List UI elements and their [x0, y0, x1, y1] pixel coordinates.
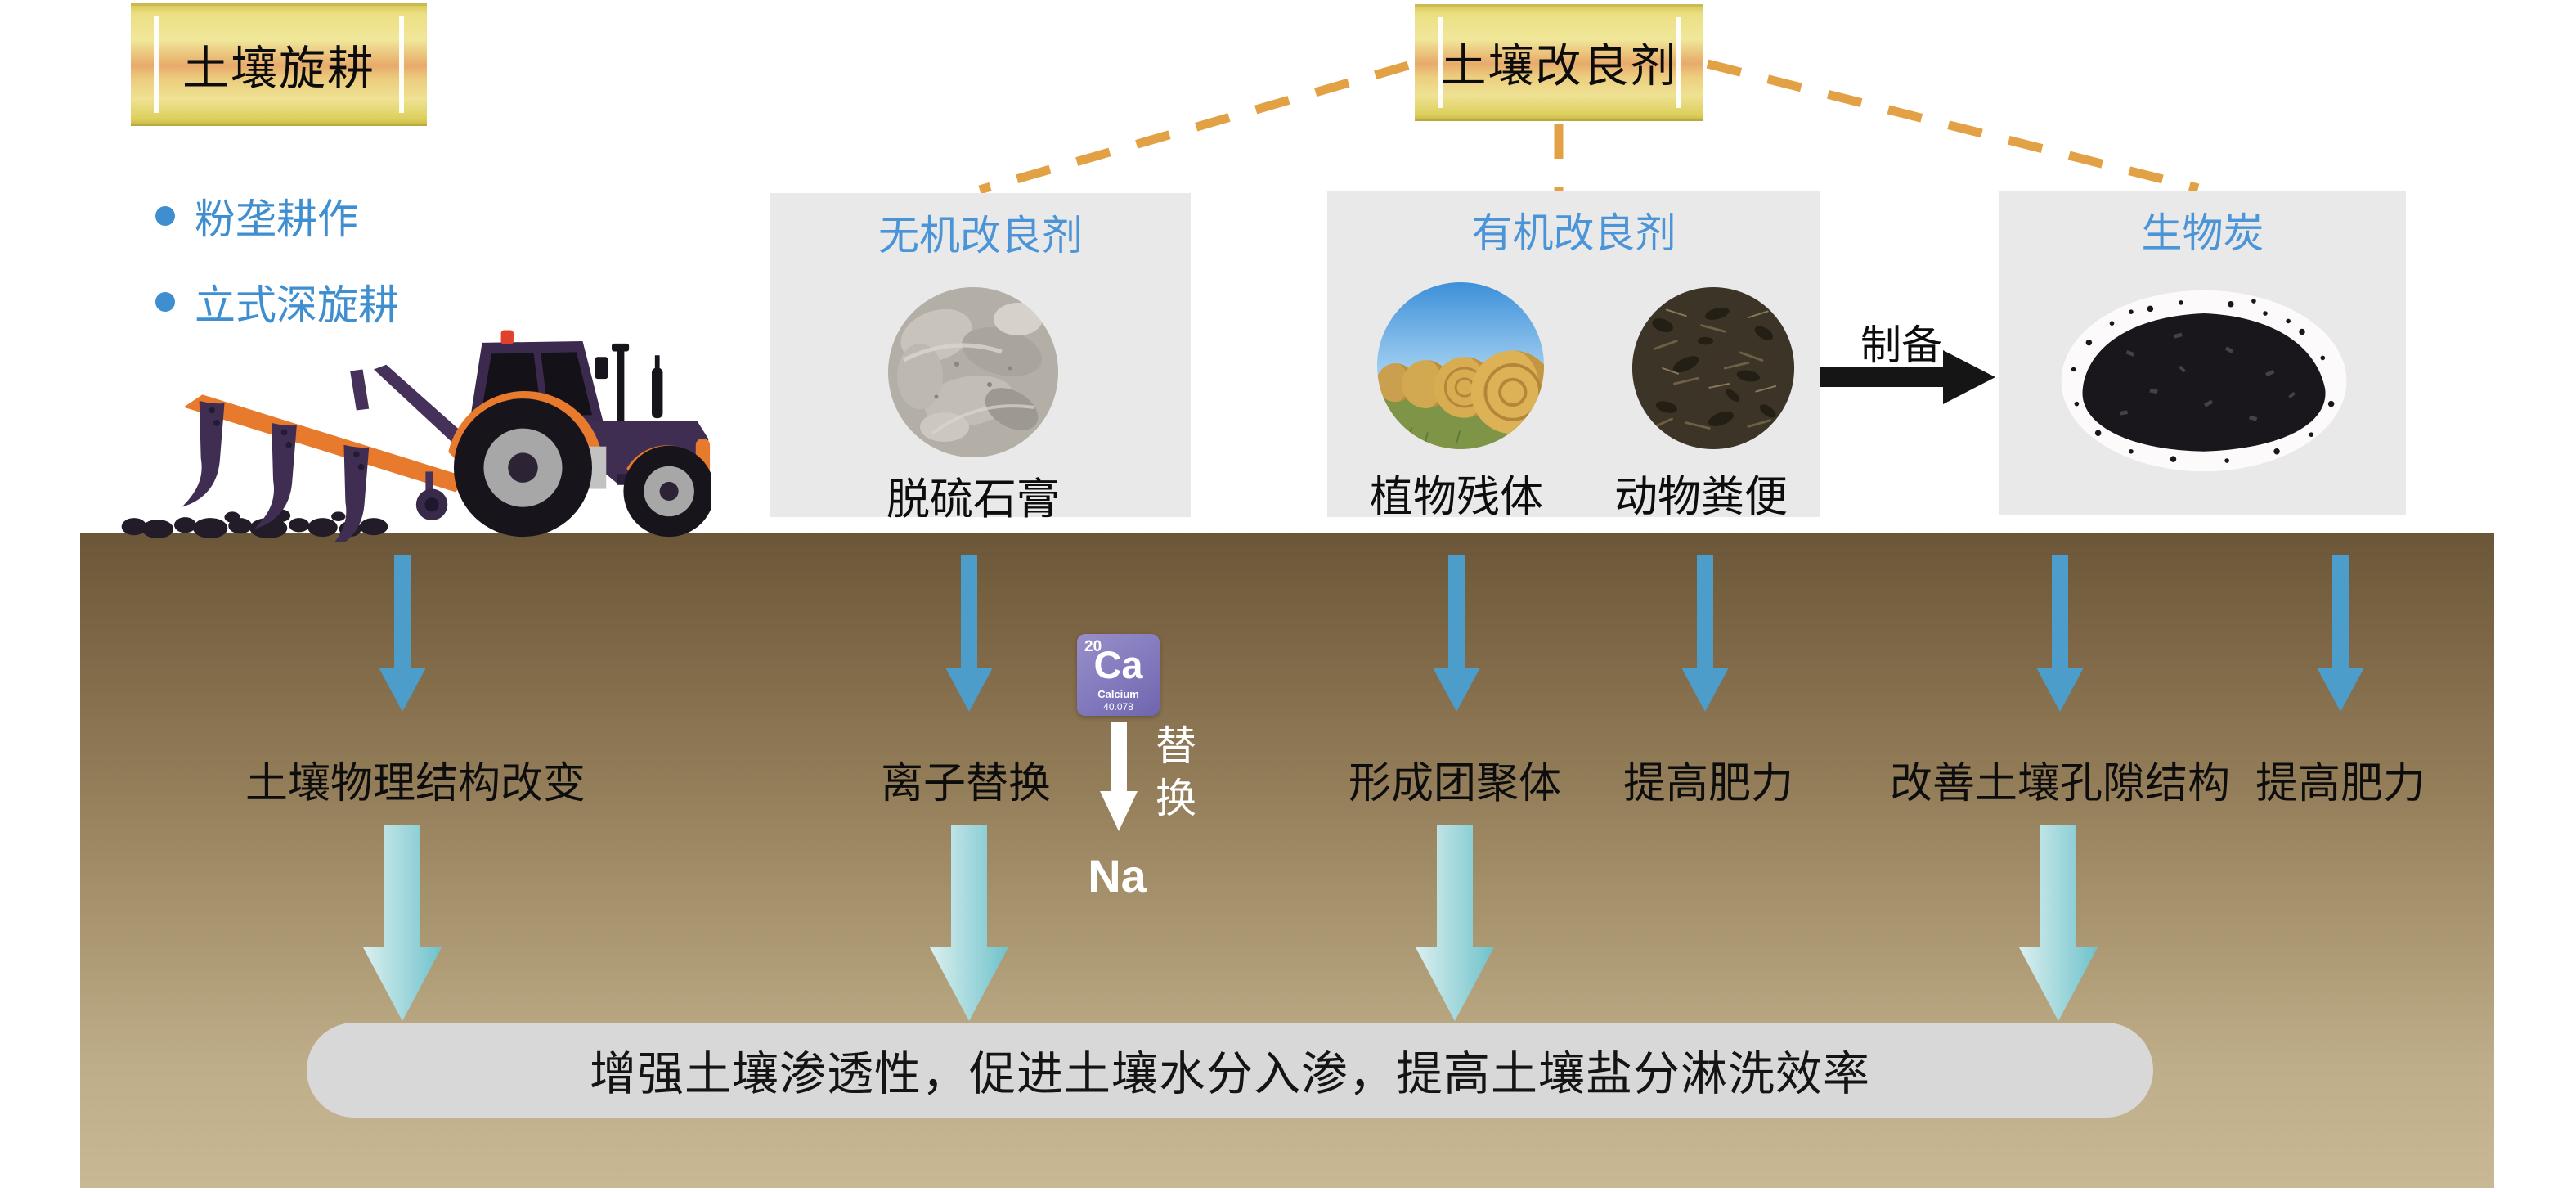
bullet-dot-icon	[155, 206, 175, 226]
atomic-number: 20	[1084, 638, 1102, 655]
sodium-label: Na	[1088, 850, 1147, 902]
soil-amendment-title: 土壤改良剂	[1440, 42, 1678, 92]
bullet-label: 立式深旋耕	[195, 282, 399, 328]
tractor-illustration	[121, 330, 711, 542]
element-name: Calcium	[1097, 688, 1139, 700]
plow-icon	[182, 364, 472, 542]
effect-label-pore-structure: 改善土壤孔隙结构	[1889, 761, 2231, 807]
plant-residue-caption: 植物残体	[1370, 474, 1543, 521]
prepare-arrow-icon	[1820, 350, 1995, 404]
effect-label-fertility-2: 提高肥力	[2255, 761, 2426, 807]
manure-photo	[1631, 286, 1795, 450]
organic-amendment-box: 有机改良剂	[1327, 191, 1820, 521]
calcium-element-tile: 20 Ca Calcium 40.078	[1077, 634, 1160, 716]
effect-label-ion-exchange: 离子替换	[880, 761, 1052, 807]
gypsum-photo	[888, 287, 1058, 457]
down-arrow-icon	[930, 825, 1008, 1021]
prepare-label: 制备	[1860, 322, 1942, 368]
straw-bales-photo	[1376, 281, 1545, 450]
inorganic-amendment-box: 无机改良剂 脱硫石膏	[770, 193, 1191, 524]
teal-down-arrows-row2	[363, 825, 2098, 1021]
biochar-photo	[2061, 290, 2347, 472]
dashed-branch-lines	[978, 59, 2200, 195]
down-arrow-icon	[2317, 555, 2364, 712]
bullet-item-deep-rotary: 立式深旋耕	[155, 272, 399, 331]
down-arrow-icon	[2019, 825, 2098, 1021]
conclusion-text: 增强土壤渗透性，促进土壤水分入渗，提高土壤盐分淋洗效率	[590, 1049, 1870, 1100]
down-arrow-icon	[379, 555, 426, 712]
biochar-box: 生物炭	[1999, 191, 2406, 515]
gypsum-caption: 脱硫石膏	[886, 476, 1060, 524]
effect-label-aggregates: 形成团聚体	[1348, 761, 1562, 807]
dashed-line-left	[978, 61, 1410, 195]
down-arrow-icon	[1433, 555, 1480, 712]
bullet-dot-icon	[155, 292, 175, 312]
bullet-item-fenlong: 粉垄耕作	[155, 187, 358, 245]
animal-manure-caption: 动物粪便	[1614, 474, 1788, 521]
soil-tillage-button: 土壤旋耕	[131, 3, 427, 126]
biochar-heading: 生物炭	[2141, 210, 2264, 256]
substitution-label: 替换	[1150, 724, 1196, 829]
white-substitution-arrow-icon	[1100, 722, 1138, 831]
down-arrow-icon	[2036, 555, 2084, 712]
element-symbol: Ca	[1093, 643, 1143, 686]
effect-label-structure-change: 土壤物理结构改变	[245, 761, 586, 807]
element-mass: 40.078	[1103, 701, 1133, 713]
conclusion-pill: 增强土壤渗透性，促进土壤水分入渗，提高土壤盐分淋洗效率	[307, 1023, 2153, 1118]
inorganic-heading: 无机改良剂	[878, 213, 1083, 259]
organic-heading: 有机改良剂	[1471, 210, 1676, 256]
down-arrow-icon	[945, 555, 993, 712]
dashed-line-right	[1706, 59, 2200, 193]
down-arrow-icon	[363, 825, 442, 1021]
bullet-label: 粉垄耕作	[195, 196, 358, 242]
soil-amendment-button: 土壤改良剂	[1415, 4, 1703, 121]
effect-label-fertility-1: 提高肥力	[1622, 761, 1794, 807]
soil-tillage-title: 土壤旋耕	[182, 43, 375, 95]
down-arrow-icon	[1416, 825, 1494, 1021]
blue-down-arrows-row1	[379, 555, 2364, 712]
tractor-body-icon	[448, 330, 711, 538]
down-arrow-icon	[1681, 555, 1729, 712]
